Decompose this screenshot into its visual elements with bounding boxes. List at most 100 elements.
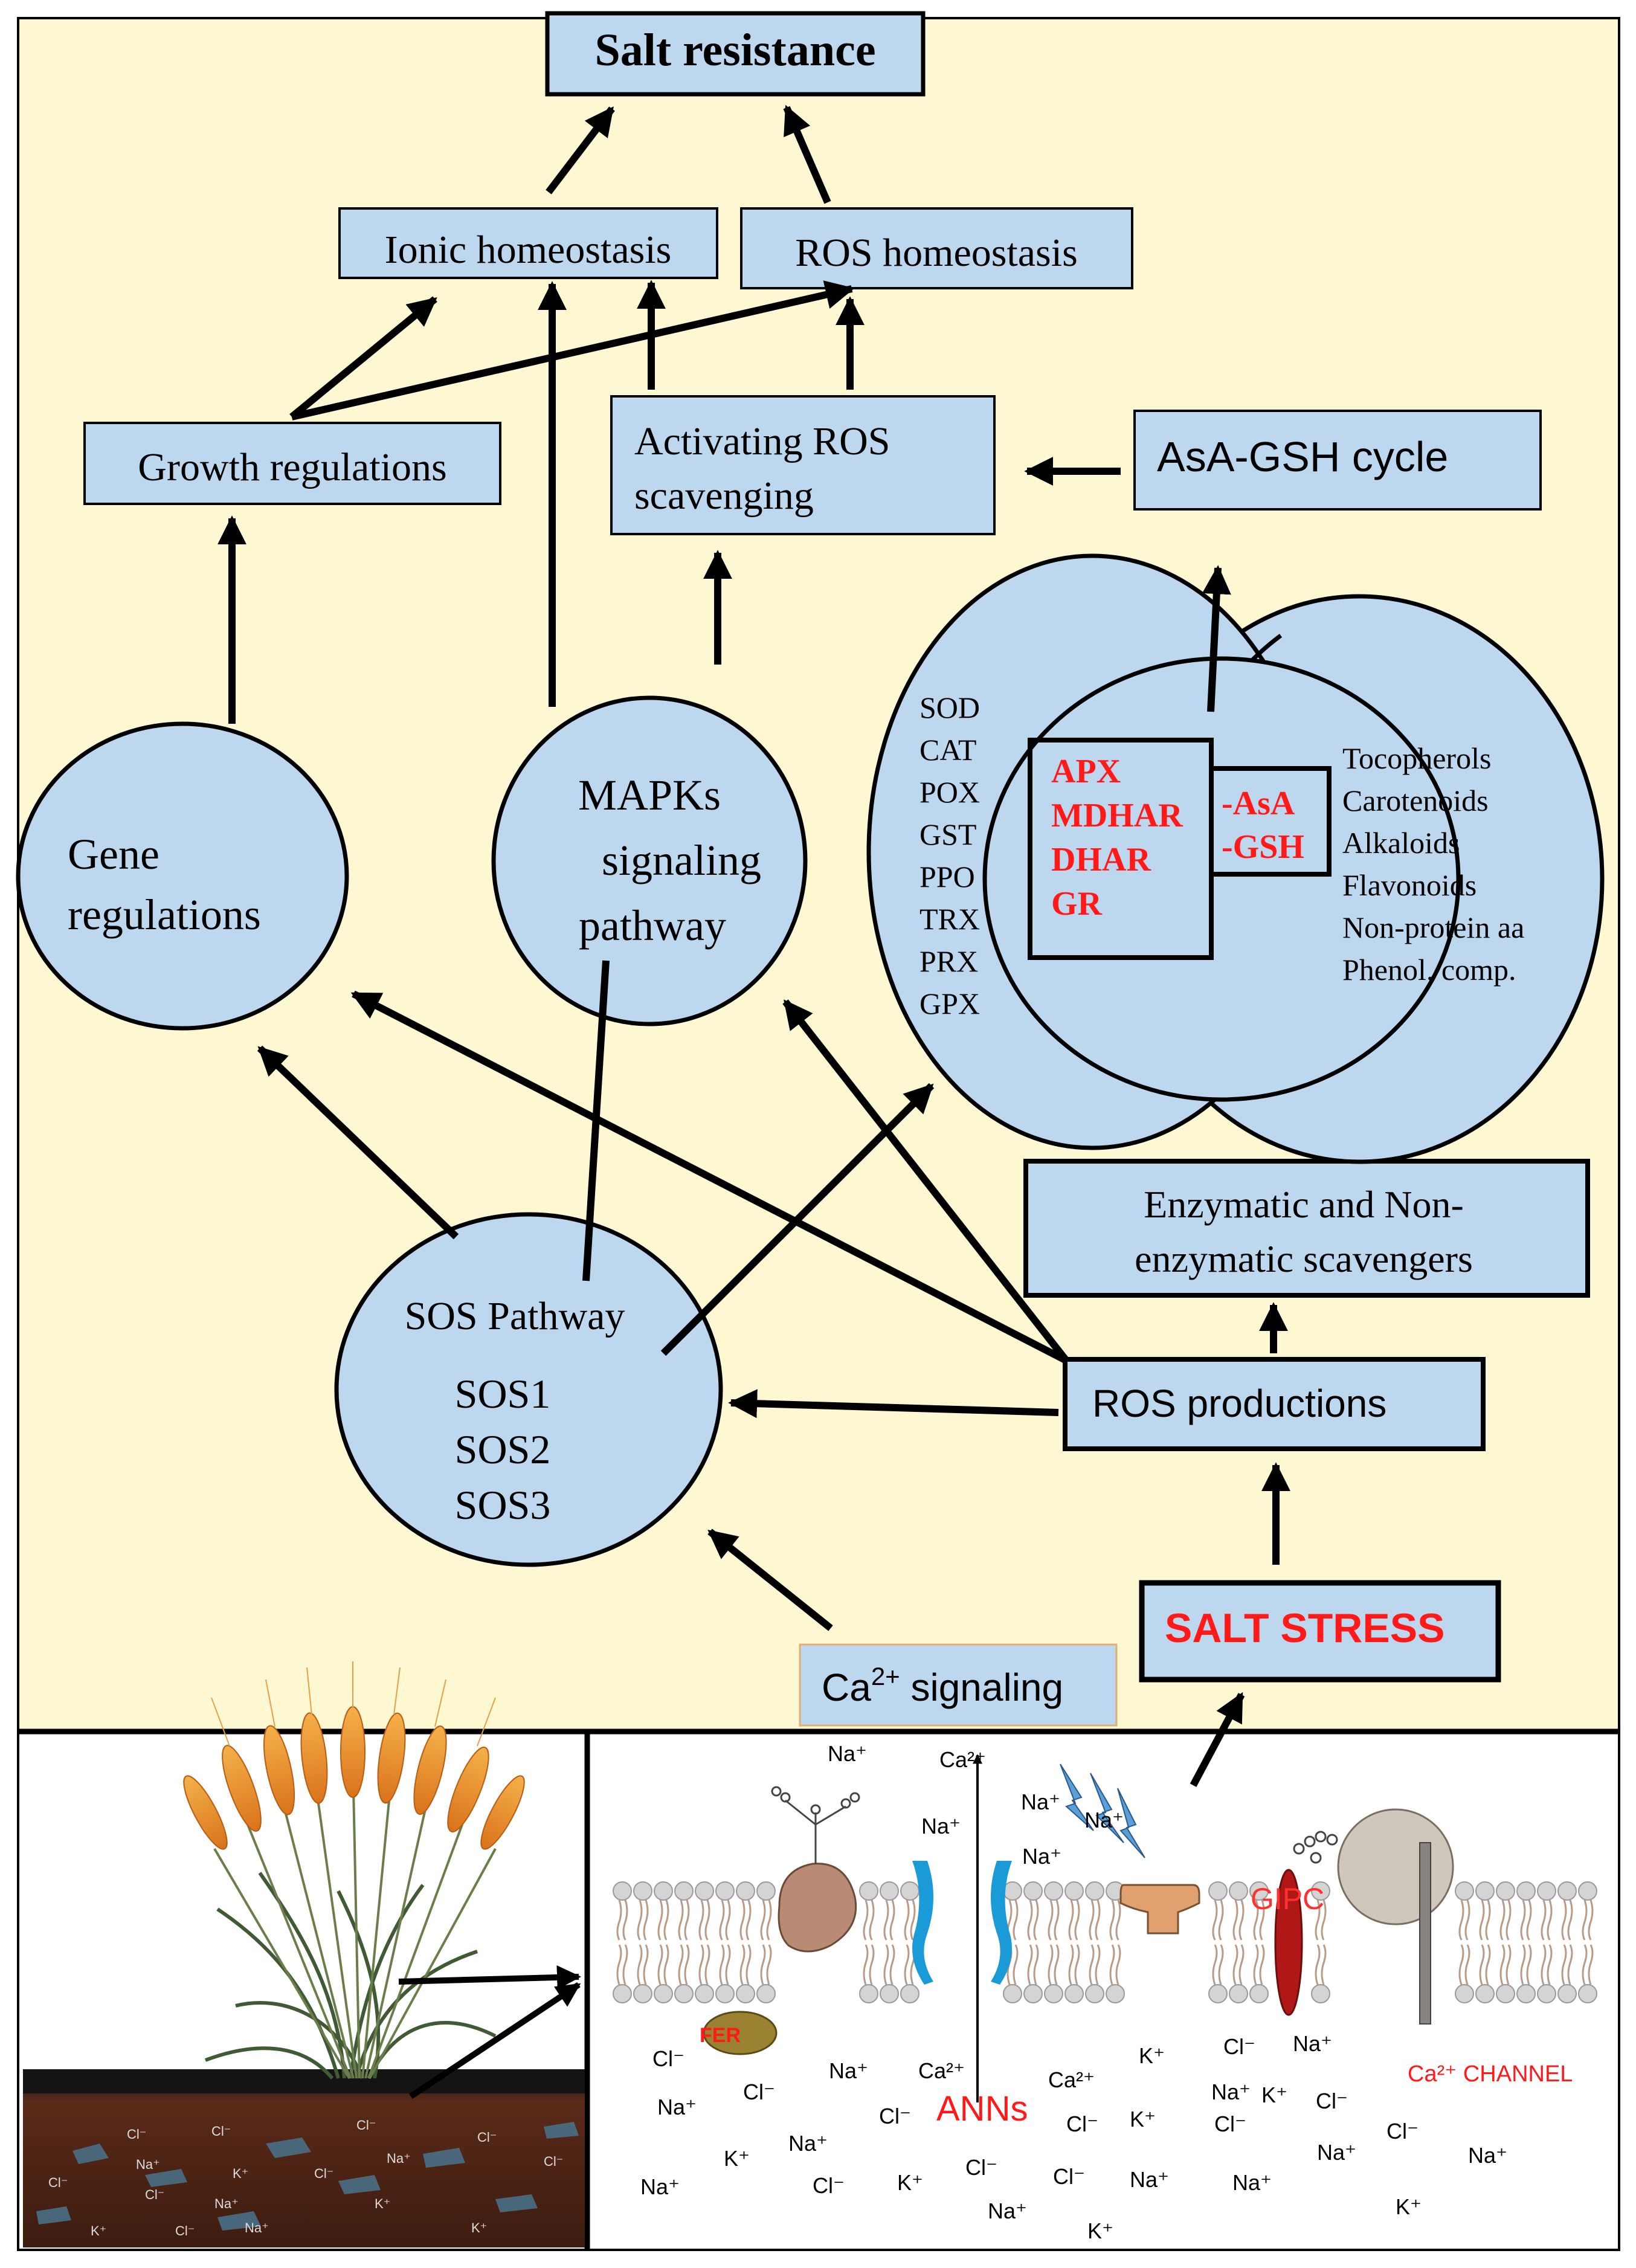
lipid-head: [1003, 1881, 1022, 1901]
lipid-tail: [1547, 1944, 1553, 1985]
enzyme-item: GST: [919, 817, 976, 851]
ion-label: Na⁺: [1130, 2167, 1169, 2192]
lipid-tail: [1068, 1899, 1074, 1941]
link-mapk-sos: [582, 960, 610, 1281]
soil-ion-label: Cl⁻: [211, 2124, 231, 2139]
lipid-tail: [869, 1944, 875, 1985]
lipid-tail: [657, 1899, 663, 1941]
lipid-head: [1578, 1984, 1597, 2003]
lipid-tail: [1547, 1899, 1553, 1941]
fer-label: FER: [700, 2024, 741, 2047]
lipid-tail: [1541, 1899, 1547, 1941]
lipid-tail: [1588, 1944, 1594, 1985]
lipid-tail: [1048, 1899, 1054, 1941]
lipid-head: [1023, 1881, 1043, 1901]
lipid-tail: [739, 1899, 746, 1941]
lipid-tail: [1212, 1899, 1218, 1941]
salt-stress-label: SALT STRESS: [1165, 1605, 1444, 1651]
ion-label: K⁺: [1261, 2083, 1287, 2107]
soil-ion-label: Cl⁻: [127, 2127, 146, 2142]
ann-channel-right: [991, 1861, 1012, 1985]
ca-channel-protein: [1337, 1808, 1454, 1925]
scavenger-venn: SOD CAT POX GST PPO TRX PRX GPX APX MDHA…: [866, 553, 1605, 1164]
lipid-tail: [1321, 1899, 1327, 1941]
zoom-arrows: [398, 1965, 581, 2099]
antioxidant-item: -GSH: [1222, 828, 1304, 866]
lipid-head: [1516, 1984, 1536, 2003]
lipid-tail: [1218, 1944, 1224, 1985]
nonenzymatic-item: Tocopherols: [1342, 741, 1491, 775]
lipid-tail: [1232, 1944, 1238, 1985]
ion-label: Cl⁻: [652, 2046, 684, 2071]
ros-homeostasis-box: ROS homeostasis: [740, 207, 1133, 289]
ros-productions-box: ROS productions: [1063, 1357, 1486, 1451]
ion-label: Na⁺: [788, 2131, 828, 2156]
ion-label: Na⁺: [1293, 2031, 1332, 2056]
ion-label: Cl⁻: [1316, 2089, 1348, 2113]
lipid-head: [1537, 1984, 1556, 2003]
sos1-label: SOS1: [455, 1371, 551, 1417]
nonenzymatic-item: Carotenoids: [1342, 784, 1489, 817]
lipid-tail: [1027, 1944, 1033, 1985]
lipid-tail: [704, 1899, 710, 1941]
lipid-tail: [1109, 1899, 1115, 1941]
soil-ion-label: Cl⁻: [314, 2166, 333, 2181]
lipid-tail: [1561, 1944, 1567, 1985]
ca-signaling-label: Ca2+ signaling: [822, 1662, 1063, 1709]
nonenzymatic-item: Flavonoids: [1342, 868, 1477, 902]
lipid-tail: [622, 1944, 628, 1985]
nonenzymatic-item: Phenol. comp.: [1342, 953, 1516, 987]
lipid-tail: [1238, 1944, 1245, 1985]
ion-label: Na⁺: [1022, 1844, 1061, 1869]
lipid-head: [1085, 1984, 1104, 2003]
soil-ion-label: Na⁺: [214, 2196, 239, 2211]
ion-label: Na⁺: [1211, 2080, 1251, 2104]
lipid-head: [1516, 1881, 1536, 1901]
enzyme-item: PPO: [919, 860, 975, 894]
ion-label: Na⁺: [921, 1814, 961, 1838]
lipid-tail: [1253, 1899, 1259, 1941]
ca-channel-label: Ca²⁺ CHANNEL: [1408, 2061, 1573, 2087]
arrow-zoom-lower: [409, 1982, 581, 2099]
asa-gsh-label: AsA-GSH cycle: [1157, 433, 1448, 480]
ion-label: Ca²⁺: [1048, 2067, 1095, 2092]
arrow-ros-to-mapk: [782, 999, 1069, 1363]
lipid-tail: [1218, 1899, 1224, 1941]
asa-gsh-inner-circle: [982, 656, 1461, 1102]
lipid-tail: [616, 1899, 622, 1941]
ion-label: K⁺: [1139, 2043, 1165, 2068]
mapk-line1: MAPKs: [578, 771, 721, 819]
nonenzymatic-item: Alkaloids: [1342, 826, 1460, 860]
lipid-tail: [1321, 1944, 1327, 1985]
growth-regulations-label: Growth regulations: [138, 445, 446, 489]
lipid-tail: [1095, 1899, 1101, 1941]
lipid-tail: [1464, 1899, 1470, 1941]
gipc-protein: [1274, 1869, 1303, 2016]
lipid-head: [1229, 1984, 1248, 2003]
lipid-tail: [1109, 1944, 1115, 1985]
lipid-head: [1064, 1881, 1084, 1901]
arrow-growth-to-ros: [291, 280, 855, 420]
lipid-tail: [1541, 1944, 1547, 1985]
lipid-tail: [889, 1899, 895, 1941]
lipid-tail: [1520, 1899, 1526, 1941]
lipid-head: [1537, 1881, 1556, 1901]
enzyme-item: CAT: [919, 733, 976, 767]
lipid-head: [1106, 1984, 1125, 2003]
lipid-head: [1557, 1984, 1577, 2003]
ca-channel-pore: [1419, 1842, 1431, 2025]
ion-label: K⁺: [1130, 2107, 1156, 2131]
gipc-glycan: [1293, 1831, 1338, 1864]
lipid-tail: [1526, 1944, 1532, 1985]
lipid-tail: [1232, 1899, 1238, 1941]
gipc-label: GIPC: [1251, 1882, 1324, 1916]
lipid-tail: [622, 1899, 628, 1941]
stress-signals: [1060, 1764, 1145, 1858]
lipid-head: [654, 1881, 673, 1901]
lipid-tail: [1526, 1899, 1532, 1941]
arrow-membrane-to-stress: [1190, 1692, 1245, 1787]
ion-label: Cl⁻: [1223, 2034, 1255, 2059]
lipid-tail: [766, 1944, 772, 1985]
transporter-protein: [1119, 1884, 1200, 1935]
